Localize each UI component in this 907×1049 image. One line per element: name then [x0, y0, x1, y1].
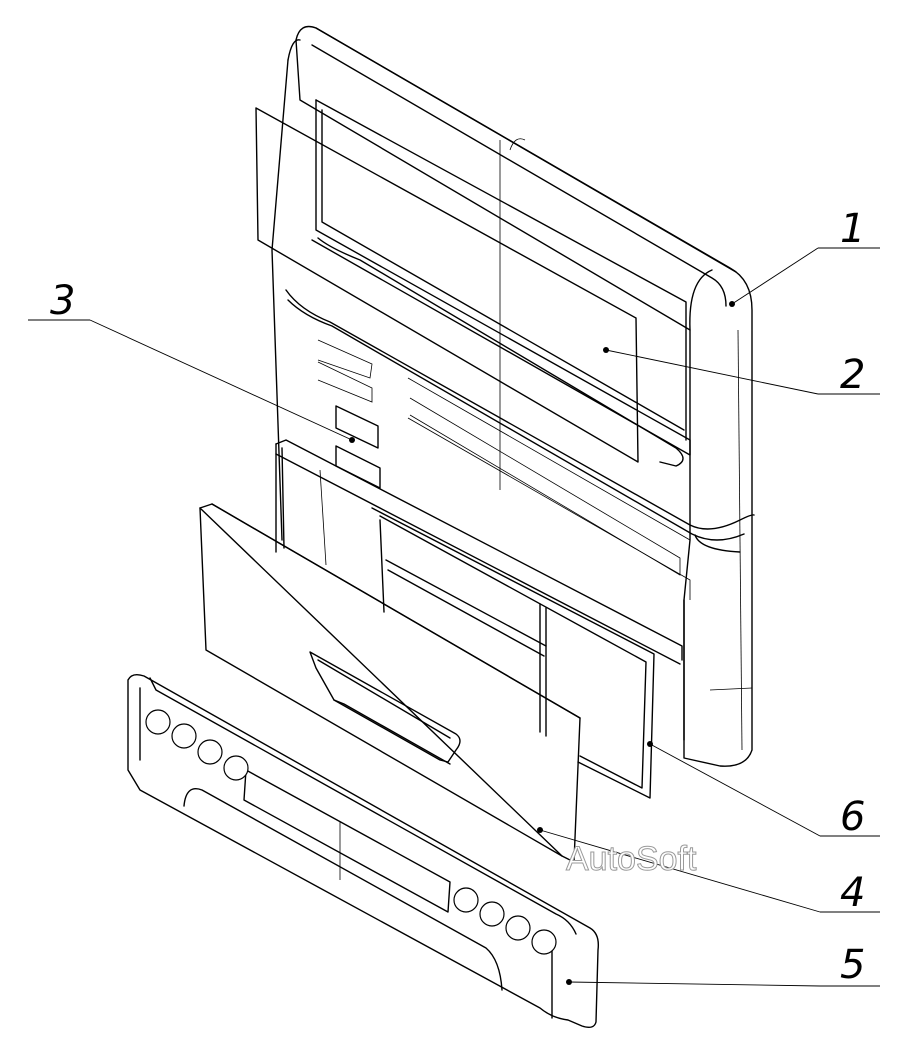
callout-label-1: 1	[840, 206, 865, 252]
callout-1: 1	[729, 206, 880, 307]
part-2-panel	[255, 107, 684, 467]
part-3-bracket	[275, 405, 683, 665]
callout-3: 3	[28, 278, 355, 443]
part-1-main-housing	[271, 25, 755, 767]
callout-label-3: 3	[50, 278, 75, 324]
part-6-frame	[371, 507, 655, 799]
watermark-text: AutoSoft	[566, 840, 697, 878]
part-5-bottom-cover	[127, 673, 600, 1029]
callout-4: 4	[537, 827, 880, 916]
callout-6: 6	[647, 741, 880, 840]
callout-2: 2	[603, 347, 880, 398]
callout-label-6: 6	[840, 794, 865, 840]
callout-label-2: 2	[840, 352, 865, 398]
part-4-drawer-front	[199, 503, 581, 863]
callout-label-5: 5	[840, 942, 865, 988]
callout-label-4: 4	[840, 870, 865, 916]
callout-5: 5	[566, 942, 880, 988]
